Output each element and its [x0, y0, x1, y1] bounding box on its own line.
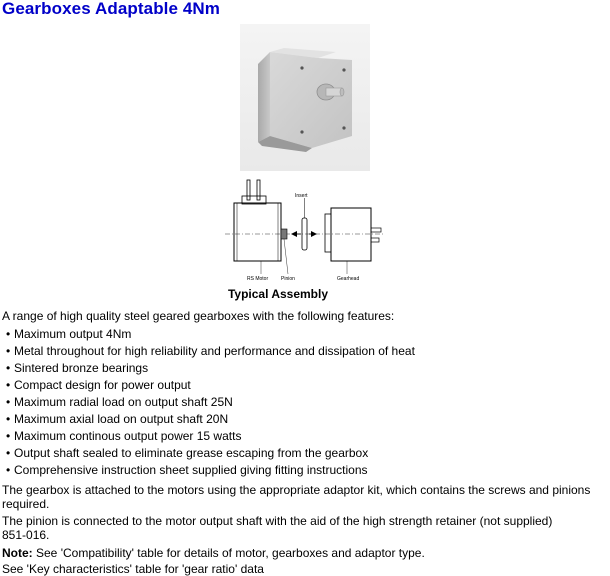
feature-item: •Maximum continous output power 15 watts: [6, 429, 242, 443]
intro-text: A range of high quality steel geared gea…: [2, 309, 395, 323]
bullet-icon: •: [6, 361, 11, 375]
bullet-icon: •: [6, 327, 11, 341]
pinion-label: Pinion: [281, 276, 295, 282]
note-text: See 'Compatibility' table for details of…: [32, 546, 425, 560]
feature-item: •Output shaft sealed to eliminate grease…: [6, 446, 369, 460]
rs-motor-label: RS Motor: [247, 276, 268, 282]
feature-item: •Sintered bronze bearings: [6, 361, 149, 375]
bullet-icon: •: [6, 429, 11, 443]
bullet-icon: •: [6, 446, 11, 460]
feature-item: •Metal throughout for high reliability a…: [6, 344, 415, 358]
feature-item: •Compact design for power output: [6, 378, 191, 392]
bullet-icon: •: [6, 463, 11, 477]
note-label: Note:: [2, 546, 33, 560]
feature-item: •Maximum radial load on output shaft 25N: [6, 395, 233, 409]
key-characteristics-note: See 'Key characteristics' table for 'gea…: [2, 562, 264, 576]
compatibility-note: Note: See 'Compatibility' table for deta…: [2, 546, 608, 560]
gearhead-label: Gearhead: [337, 276, 359, 282]
bullet-icon: •: [6, 378, 11, 392]
feature-item: •Comprehensive instruction sheet supplie…: [6, 463, 368, 477]
diagram-caption: Typical Assembly: [227, 287, 329, 301]
bullet-icon: •: [6, 344, 11, 358]
feature-item: •Maximum axial load on output shaft 20N: [6, 412, 229, 426]
feature-list: •Maximum output 4Nm •Metal throughout fo…: [6, 327, 415, 480]
adaptor-kit-paragraph: The gearbox is attached to the motors us…: [2, 483, 591, 511]
page-title: Gearboxes Adaptable 4Nm: [2, 0, 221, 18]
bullet-icon: •: [6, 395, 11, 409]
insert-label: Insert: [295, 193, 308, 199]
feature-item: •Maximum output 4Nm: [6, 327, 132, 341]
typical-assembly-diagram: Insert RS Motor Pinion Gearhead: [225, 176, 390, 284]
pinion-paragraph: The pinion is connected to the motor out…: [2, 514, 553, 542]
gearbox-photo: [240, 24, 370, 171]
bullet-icon: •: [6, 412, 11, 426]
